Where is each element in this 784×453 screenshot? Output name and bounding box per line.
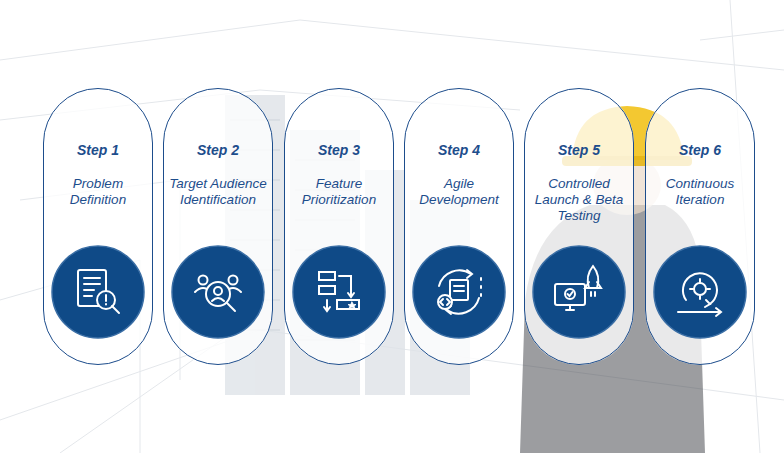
- audience-icon-part: [227, 303, 235, 311]
- step-number: Step 1: [77, 141, 119, 159]
- agile-icon-part: [454, 286, 464, 291]
- priority-icon-part: [319, 272, 335, 280]
- pill-grounds-part: [645, 88, 755, 365]
- launch-icon-part: [588, 266, 599, 288]
- agile-icon: [438, 270, 481, 314]
- step-number: Step 5: [558, 141, 600, 159]
- pill-grounds-part: [404, 88, 514, 365]
- problem-icon-part: [84, 278, 100, 296]
- icon-circles: [52, 246, 746, 338]
- icon-circles-part: [293, 246, 385, 338]
- pill-grounds-part: [524, 88, 634, 365]
- pill-grounds: [43, 88, 755, 365]
- pill-grounds-part: [43, 88, 153, 365]
- priority-icon-part: [319, 286, 335, 294]
- problem-icon: [78, 270, 119, 313]
- problem-icon-part: [105, 295, 107, 305]
- audience-icon: [195, 276, 241, 312]
- step-pill: Step 6 Continuous Iteration: [645, 88, 755, 365]
- step-number: Step 2: [197, 141, 239, 159]
- step-number: Step 3: [318, 141, 360, 159]
- icon-circles-part: [172, 246, 264, 338]
- launch-icon: [555, 266, 601, 310]
- step-number: Step 4: [438, 141, 480, 159]
- icon-circles-part: [654, 246, 746, 338]
- priority-icon-part: [339, 276, 354, 297]
- agile-icon-part: [450, 280, 468, 300]
- audience-icon-part: [212, 298, 224, 301]
- iteration-icon-part: [678, 308, 721, 316]
- step-title: Target Audience Identification: [168, 176, 268, 208]
- step-title: Continuous Iteration: [650, 176, 750, 208]
- iteration-icon-part: [694, 283, 706, 295]
- priority-icon-part: [348, 302, 356, 309]
- step-pill: Step 4 Agile Development: [404, 88, 514, 365]
- launch-icon-part: [565, 289, 575, 299]
- blueprint-lines-part: [700, 30, 784, 40]
- agile-icon-part: [438, 295, 452, 309]
- iteration-icon-part: [690, 279, 710, 299]
- problem-icon-part: [112, 306, 119, 313]
- icon-circles-part: [413, 246, 505, 338]
- step-title: Problem Definition: [48, 176, 148, 208]
- agile-icon-part: [480, 278, 482, 296]
- launch-icon-part: [585, 282, 601, 296]
- step-number: Step 6: [679, 141, 721, 159]
- priority-icon: [319, 272, 359, 311]
- audience-icon-part: [229, 276, 238, 285]
- audience-icon-part: [214, 287, 222, 295]
- icon-circles-part: [533, 246, 625, 338]
- launch-icon-part: [566, 305, 574, 310]
- step-pill: Step 1 Problem Definition: [43, 88, 153, 365]
- audience-icon-part: [199, 276, 208, 285]
- launch-icon-part: [568, 292, 573, 296]
- pill-grounds-part: [163, 88, 273, 365]
- priority-icon-part: [337, 300, 359, 309]
- step-pill: Step 3 Feature Prioritization: [284, 88, 394, 365]
- pill-grounds-part: [284, 88, 394, 365]
- icon-circles-part: [52, 246, 144, 338]
- blueprint-lines-part: [0, 20, 784, 70]
- step-title: Agile Development: [409, 176, 509, 208]
- priority-icon-part: [324, 300, 330, 311]
- launch-icon-part: [555, 284, 585, 305]
- step-pill: Step 2 Target Audience Identification: [163, 88, 273, 365]
- agile-icon-part: [440, 299, 450, 305]
- iteration-icon-part: [705, 300, 710, 307]
- iteration-icon: [678, 273, 721, 316]
- step-pill: Step 5 Controlled Launch & Beta Testing: [524, 88, 634, 365]
- agile-icon-part: [439, 270, 479, 313]
- step-title: Feature Prioritization: [289, 176, 389, 208]
- iteration-icon-part: [683, 273, 717, 304]
- step-title: Controlled Launch & Beta Testing: [529, 176, 629, 224]
